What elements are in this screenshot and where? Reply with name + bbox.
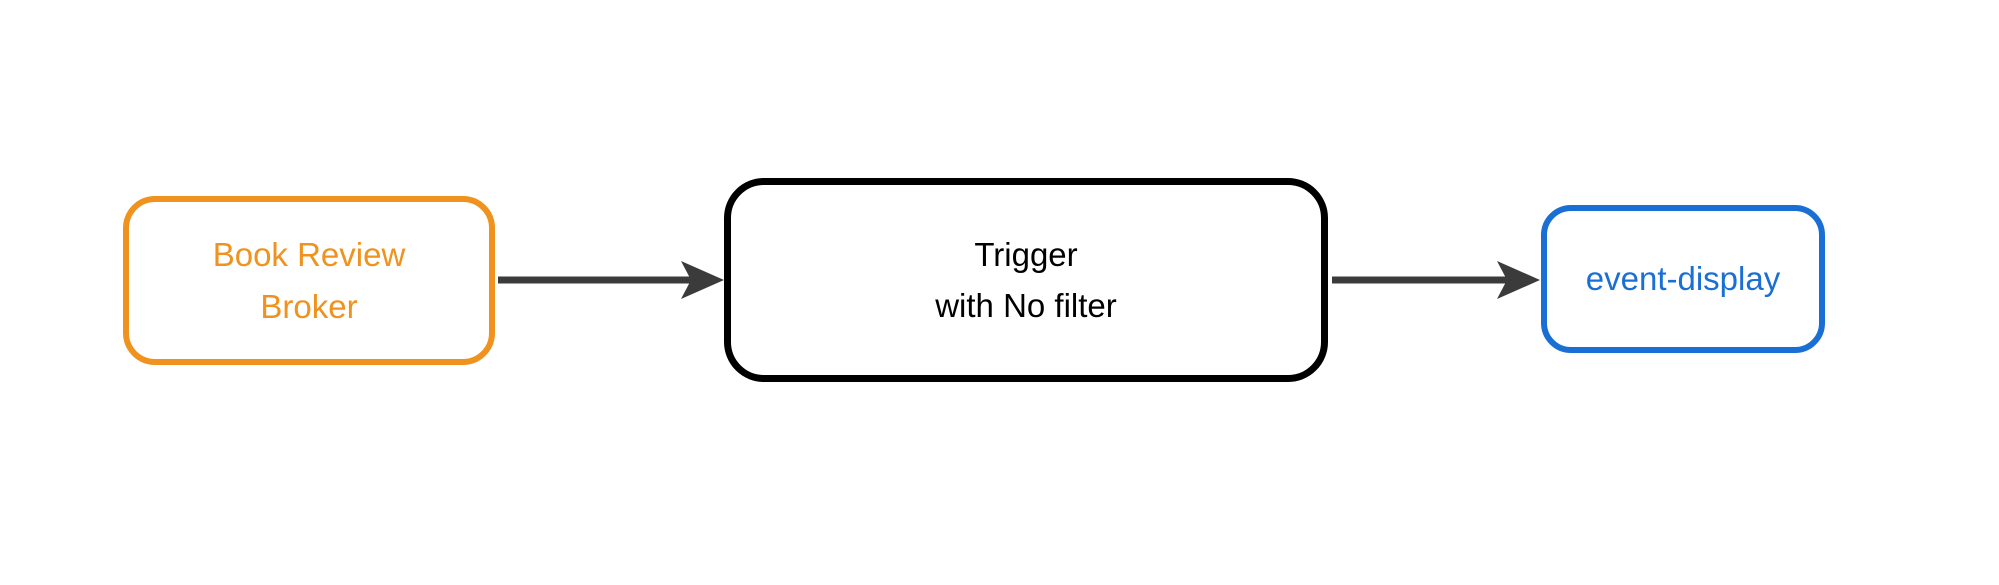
node-book-review-broker-label: Book Review Broker bbox=[212, 236, 406, 325]
edge-broker-to-trigger bbox=[498, 261, 724, 299]
node-book-review-broker: Book Review Broker bbox=[123, 196, 495, 365]
arrowhead-icon bbox=[1497, 261, 1540, 299]
node-trigger-label: Trigger with No filter bbox=[935, 235, 1117, 324]
arrowhead-icon bbox=[681, 261, 724, 299]
node-event-display-label: event-display bbox=[1585, 260, 1781, 298]
node-event-display: event-display bbox=[1541, 205, 1825, 353]
node-trigger: Trigger with No filter bbox=[724, 178, 1328, 382]
edge-trigger-to-event-display bbox=[1332, 261, 1540, 299]
